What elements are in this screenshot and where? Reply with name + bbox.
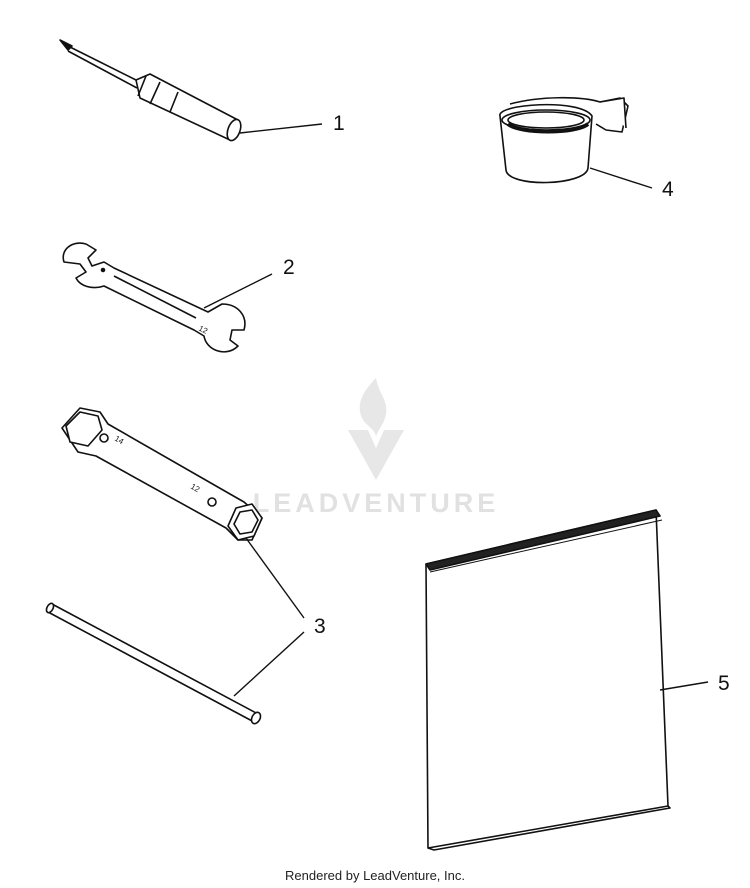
leader-lines	[203, 123, 709, 697]
screwdriver-drawing	[59, 39, 242, 142]
callout-1: 1	[333, 112, 345, 135]
callout-5: 5	[718, 672, 730, 695]
socket-wrench-drawing: 14 12	[61, 407, 263, 541]
tape-roll-drawing	[499, 96, 629, 184]
footer-credit: Rendered by LeadVenture, Inc.	[285, 868, 465, 883]
watermark-logo: LEADVENTURE	[253, 378, 500, 518]
open-wrench-drawing: 12	[62, 242, 246, 353]
flame-icon	[359, 378, 387, 436]
callout-3: 3	[314, 615, 326, 638]
svg-text:12: 12	[197, 324, 209, 336]
manual-drawing	[425, 509, 671, 851]
callout-2: 2	[283, 256, 295, 279]
tommy-bar-drawing	[45, 602, 262, 725]
watermark-text: LEADVENTURE	[253, 488, 500, 518]
callout-4: 4	[662, 178, 674, 201]
v-logo-icon	[348, 430, 404, 480]
